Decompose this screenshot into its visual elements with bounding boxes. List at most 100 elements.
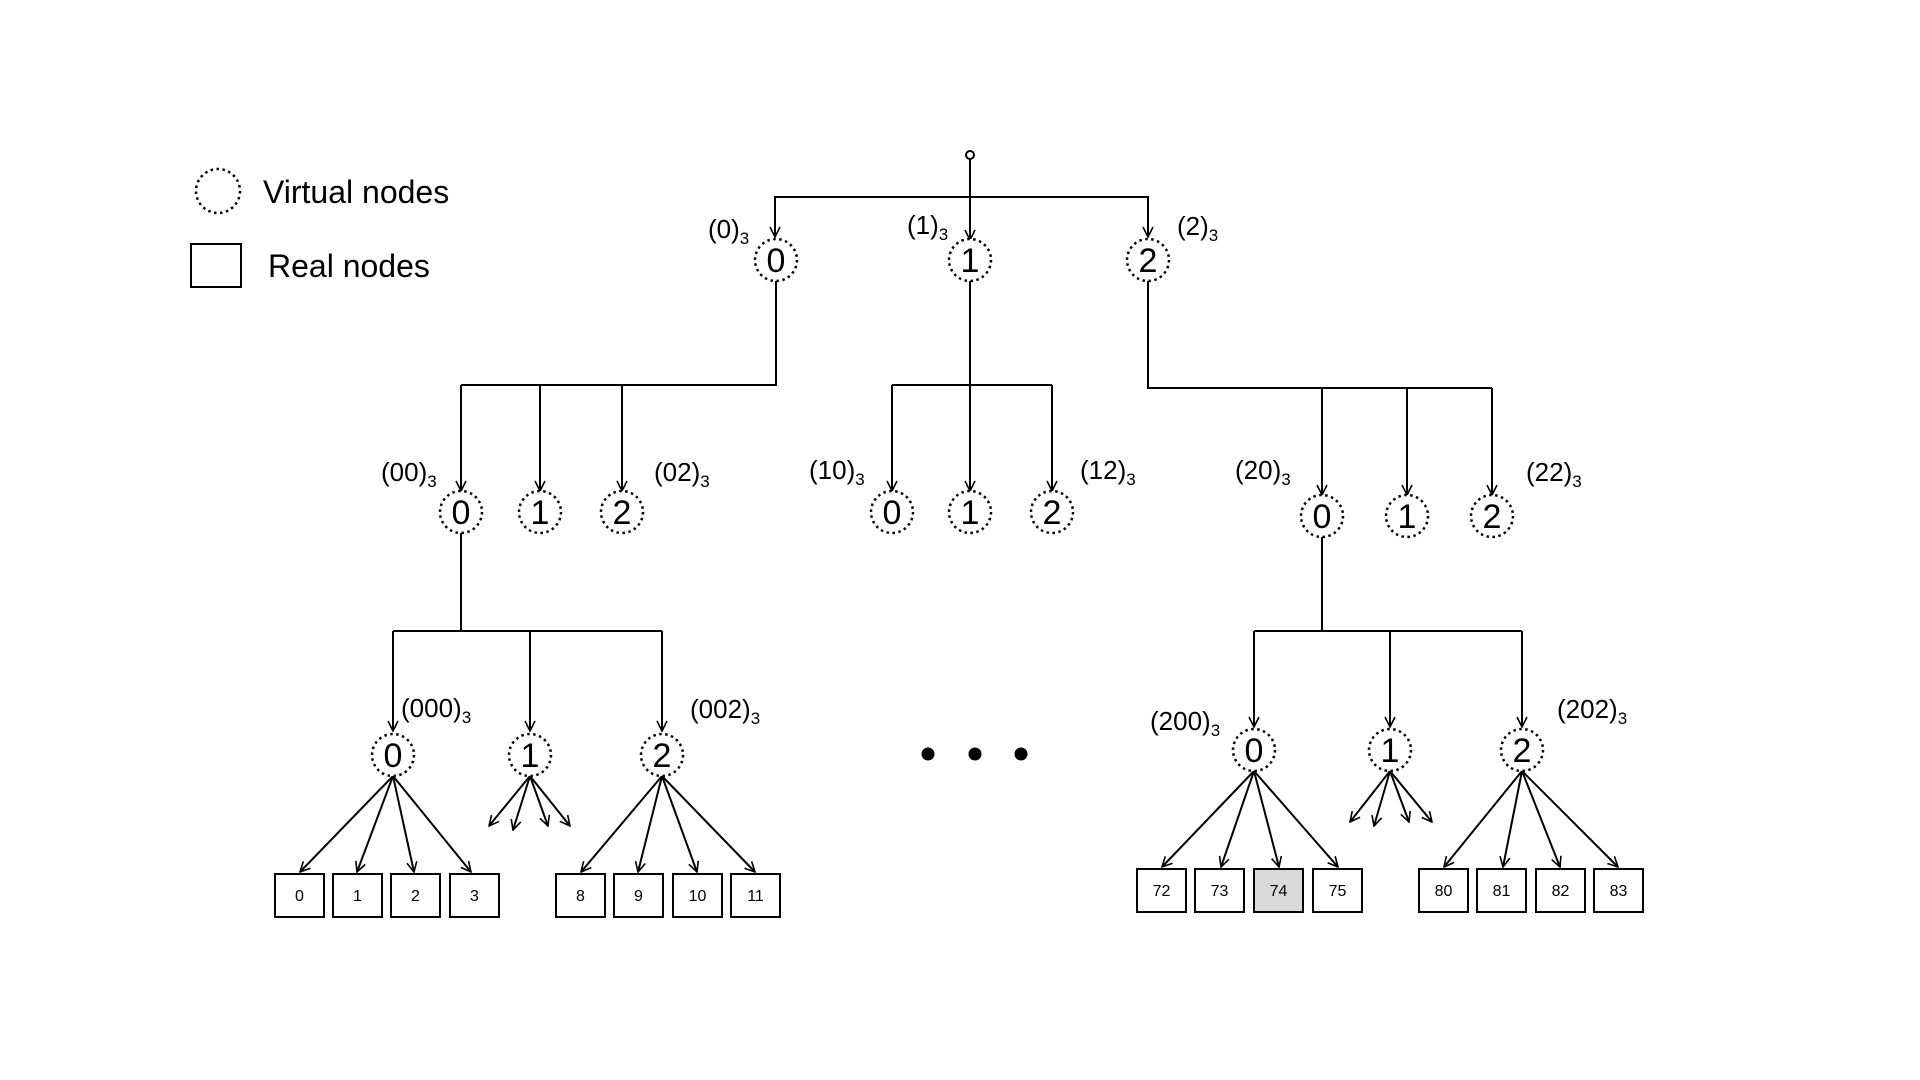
real-node-label: 80 — [1435, 883, 1453, 900]
level1-edges — [461, 281, 1492, 495]
virtual-node-02: 2 — [599, 489, 645, 535]
virtual-node-001: 1 — [507, 732, 553, 778]
virtual-node-label: 2 — [653, 737, 672, 775]
real-node: 83 — [1593, 868, 1644, 913]
level3-nodes: 0 1 2 0 1 2 — [370, 727, 1545, 778]
address-label-12: (12)3 — [1080, 455, 1136, 489]
real-node-box — [274, 873, 325, 918]
virtual-node-2: 2 — [1125, 237, 1171, 283]
virtual-node-label: 1 — [961, 242, 980, 280]
real-node-box — [1476, 868, 1527, 913]
real-node-box — [1253, 868, 1304, 913]
virtual-node-label: 2 — [1513, 732, 1532, 770]
real-node-box — [730, 873, 781, 918]
real-node: 75 — [1312, 868, 1363, 913]
real-node-label: 83 — [1610, 883, 1628, 900]
real-node: 1 — [332, 873, 383, 918]
real-node-label: 73 — [1211, 883, 1229, 900]
real-node-label: 82 — [1552, 883, 1570, 900]
real-node-label: 11 — [747, 888, 764, 905]
virtual-node-11: 1 — [947, 489, 993, 535]
real-node-box — [672, 873, 723, 918]
ellipsis — [921, 747, 1028, 761]
virtual-node-1: 1 — [947, 237, 993, 283]
legend-real-label: Real nodes — [268, 248, 430, 284]
level2-nodes: 0 1 2 0 1 2 0 1 2 — [438, 489, 1515, 539]
address-label-000: (000)3 — [401, 693, 471, 727]
real-node-label: 72 — [1153, 883, 1171, 900]
real-node: 9 — [613, 873, 664, 918]
virtual-node-label: 0 — [1245, 732, 1264, 770]
root-point — [965, 150, 975, 160]
real-node-box — [1535, 868, 1586, 913]
real-node: 2 — [390, 873, 441, 918]
level3-edges — [300, 770, 1618, 872]
virtual-node-label: 1 — [531, 494, 550, 532]
real-node-label: 8 — [576, 888, 585, 905]
legend-real-node-icon — [190, 243, 242, 288]
real-node-box — [332, 873, 383, 918]
real-node: 10 — [672, 873, 723, 918]
real-node-label: 9 — [634, 888, 643, 905]
virtual-node-01: 1 — [517, 489, 563, 535]
real-node: 82 — [1535, 868, 1586, 913]
virtual-node-201: 1 — [1367, 727, 1413, 773]
real-node-box — [1312, 868, 1363, 913]
virtual-node-label: 2 — [1483, 498, 1502, 536]
virtual-node-20: 0 — [1299, 493, 1345, 539]
address-label-200: (200)3 — [1150, 706, 1220, 740]
virtual-node-00: 0 — [438, 489, 484, 535]
address-label-00: (00)3 — [381, 457, 437, 491]
virtual-node-label: 0 — [1313, 498, 1332, 536]
real-node: 74 — [1253, 868, 1304, 913]
virtual-node-label: 1 — [1398, 498, 1417, 536]
real-node: 72 — [1136, 868, 1187, 913]
real-node: 3 — [449, 873, 500, 918]
virtual-node-label: 1 — [1381, 732, 1400, 770]
legend: Virtual nodes Real nodes — [190, 167, 449, 288]
address-labels: (0)3 (1)3 (2)3 (00)3 (02)3 (10)3 (12)3 (… — [381, 210, 1627, 740]
virtual-node-200: 0 — [1231, 727, 1277, 773]
real-node-box — [555, 873, 606, 918]
real-node-box — [1194, 868, 1245, 913]
virtual-node-22: 2 — [1469, 493, 1515, 539]
address-label-2: (2)3 — [1177, 211, 1218, 245]
real-node: 8 — [555, 873, 606, 918]
virtual-node-000: 0 — [370, 732, 416, 778]
real-node-box — [1593, 868, 1644, 913]
virtual-node-10: 0 — [869, 489, 915, 535]
real-node-label: 81 — [1493, 883, 1511, 900]
real-node-box — [1418, 868, 1469, 913]
virtual-node-0: 0 — [753, 237, 799, 283]
real-node: 0 — [274, 873, 325, 918]
real-nodes: 0 1 2 3 8 9 10 11 72 73 74 75 80 81 82 83 — [274, 868, 1644, 918]
virtual-node-label: 0 — [767, 242, 786, 280]
address-label-1: (1)3 — [907, 210, 948, 244]
real-node-box — [1136, 868, 1187, 913]
address-label-22: (22)3 — [1526, 457, 1582, 491]
address-label-202: (202)3 — [1557, 694, 1627, 728]
address-label-002: (002)3 — [690, 694, 760, 728]
virtual-node-label: 0 — [452, 494, 471, 532]
real-node-label: 1 — [353, 888, 362, 905]
real-node-label: 74 — [1270, 883, 1288, 900]
virtual-node-label: 1 — [521, 737, 540, 775]
virtual-node-21: 1 — [1384, 493, 1430, 539]
virtual-node-label: 1 — [961, 494, 980, 532]
real-node-label: 3 — [470, 888, 479, 905]
real-node-box — [449, 873, 500, 918]
legend-virtual-label: Virtual nodes — [263, 174, 449, 210]
virtual-node-202: 2 — [1499, 727, 1545, 773]
virtual-node-12: 2 — [1029, 489, 1075, 535]
virtual-node-label: 0 — [883, 494, 902, 532]
real-node-label: 75 — [1329, 883, 1347, 900]
real-node: 11 — [730, 873, 781, 918]
address-label-0: (0)3 — [708, 214, 749, 248]
virtual-node-label: 2 — [1139, 242, 1158, 280]
virtual-node-002: 2 — [639, 732, 685, 778]
real-node-label: 10 — [689, 888, 707, 905]
real-node: 80 — [1418, 868, 1469, 913]
real-node-label: 2 — [411, 888, 420, 905]
real-node-label: 0 — [295, 888, 304, 905]
